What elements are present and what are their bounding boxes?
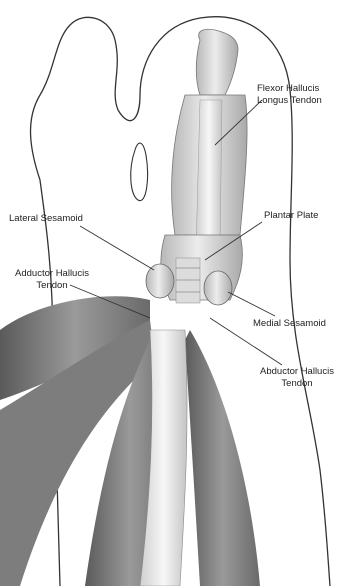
label-lateral-sesamoid: Lateral Sesamoid [9, 213, 83, 225]
plantar-plate-strip [176, 258, 200, 303]
distal-phalanx [196, 29, 238, 95]
label-plantar-plate: Plantar Plate [264, 210, 318, 222]
label-medial-sesamoid: Medial Sesamoid [253, 318, 326, 330]
lateral-sesamoid-shape [146, 264, 174, 298]
label-flexor-hallucis-longus: Flexor Hallucis Longus Tendon [257, 83, 322, 107]
medial-sesamoid-shape [204, 271, 232, 305]
leader-lateral [80, 226, 154, 270]
label-adductor-hallucis-tendon: Adductor Hallucis Tendon [4, 268, 100, 292]
flexor-tendon-strip [196, 100, 222, 250]
leader-medial [228, 292, 275, 316]
toe-outline [131, 143, 148, 201]
label-abductor-hallucis-tendon: Abductor Hallucis Tendon [249, 366, 345, 390]
